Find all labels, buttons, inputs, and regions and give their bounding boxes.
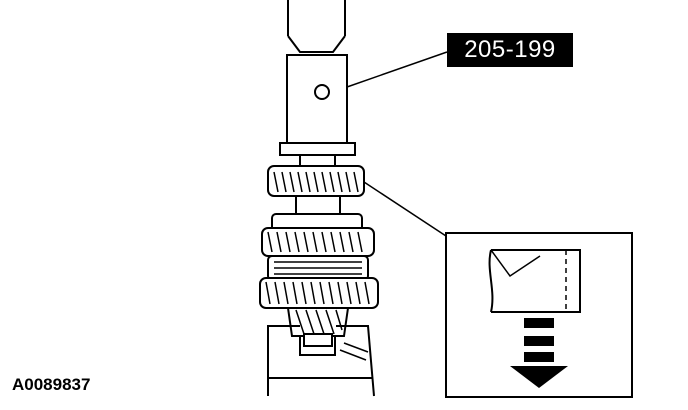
detail-leader-line bbox=[363, 181, 447, 237]
figure-code: A0089837 bbox=[12, 375, 91, 394]
helical-pinion bbox=[286, 307, 350, 347]
press-ram bbox=[287, 0, 346, 53]
down-arrow-icon bbox=[510, 318, 568, 388]
lower-gear bbox=[259, 277, 379, 309]
tool-leader-line bbox=[346, 51, 448, 88]
tool-number-label: 205-199 bbox=[447, 33, 573, 67]
upper-gear bbox=[267, 165, 365, 197]
synchronizer bbox=[267, 255, 369, 281]
installer-tool bbox=[279, 54, 356, 156]
press-bed bbox=[267, 325, 375, 397]
middle-gear bbox=[261, 213, 375, 257]
